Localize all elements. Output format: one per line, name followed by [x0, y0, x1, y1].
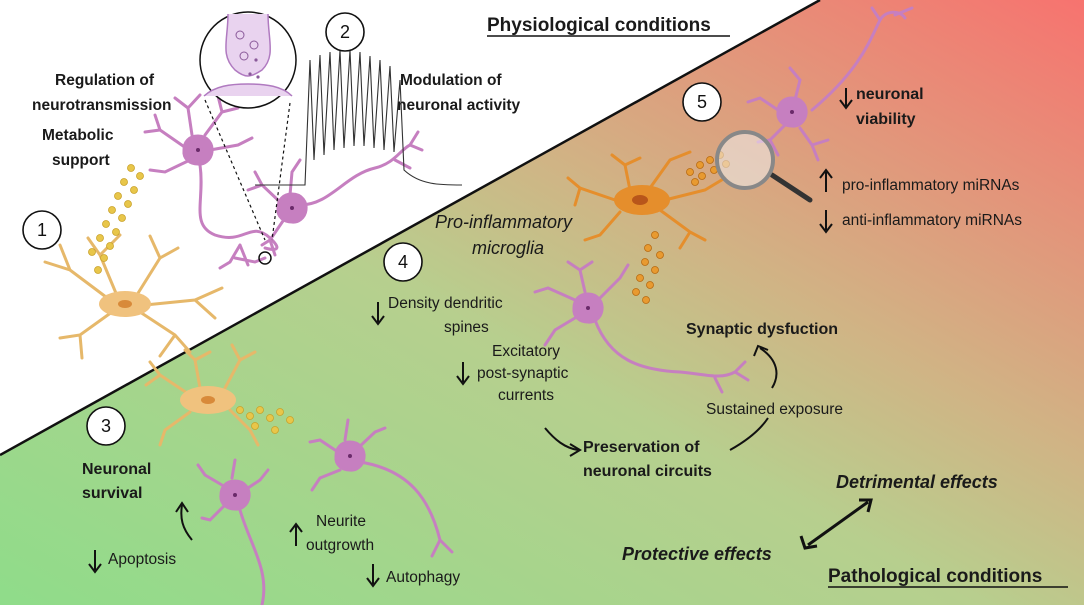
down-arrow-icon [819, 210, 833, 234]
neuron-top [143, 93, 279, 270]
density-label-1: Density dendritic [388, 295, 503, 312]
down-arrow-icon [456, 362, 470, 386]
neuron-top-right [746, 6, 914, 162]
neuron-bottom-right [308, 418, 454, 558]
step-3-marker [86, 406, 126, 446]
down-arrow-icon [88, 550, 102, 574]
modulation-label-1: Modulation of [400, 72, 502, 89]
sustained-to-dysfunction-arrow [759, 347, 778, 389]
protective-vesicles [236, 406, 294, 434]
pathological-heading: Pathological conditions [828, 566, 1042, 587]
resting-glia-cell [43, 233, 224, 360]
step-3-number: 3 [101, 416, 111, 436]
preservation-label-2: neuronal circuits [583, 463, 712, 480]
protective-detrimental-arrow [807, 500, 869, 547]
preservation-to-sustained-arrow [729, 417, 769, 451]
regulation-label-1: Regulation of [55, 72, 155, 89]
neurite-label-2: outgrowth [306, 537, 374, 554]
metabolic-label-1: Metabolic [42, 127, 114, 144]
arrowhead-icon [859, 498, 873, 513]
down-arrow-icon [371, 302, 385, 326]
neuron-bottom-left [196, 458, 270, 605]
step-1-marker [22, 210, 62, 250]
modulation-label-2: neuronal activity [397, 97, 521, 114]
neurite-label-1: Neurite [316, 513, 366, 530]
detrimental-effects-label: Detrimental effects [836, 472, 998, 492]
spike-trace-icon [255, 49, 463, 186]
physiological-heading: Physiological conditions [487, 15, 711, 36]
pro-inflammatory-mirnas-label: pro-inflammatory miRNAs [842, 177, 1020, 194]
metabolic-vesicles [88, 164, 144, 274]
synapse-zoom-icon [199, 11, 297, 265]
pro-inflammatory-microglia-label-2: microglia [472, 238, 544, 258]
down-arrow-icon [839, 88, 853, 110]
anti-inflammatory-mirnas-label: anti-inflammatory miRNAs [842, 212, 1022, 229]
neuronal-survival-label-2: survival [82, 485, 142, 502]
step-5-number: 5 [697, 92, 707, 112]
step-1-number: 1 [37, 220, 47, 240]
density-label-2: spines [444, 319, 489, 336]
neuronal-survival-label-1: Neuronal [82, 461, 151, 478]
apoptosis-to-survival-arrow [180, 504, 193, 541]
apoptosis-label: Apoptosis [108, 551, 176, 568]
magnifier-icon [715, 130, 813, 203]
protective-effects-label: Protective effects [622, 544, 772, 564]
arrowhead-icon [753, 344, 769, 357]
neuron-middle-patho [533, 260, 750, 394]
step-2-number: 2 [340, 22, 350, 42]
step-5-marker [682, 82, 722, 122]
condition-divider [0, 0, 821, 457]
step-4-number: 4 [398, 252, 408, 272]
regulation-label-2: neurotransmission [32, 97, 172, 114]
pro-inflammatory-microglia-cell [566, 150, 727, 250]
arrowhead-icon [799, 535, 818, 550]
neuronal-viability-label-1: neuronal [856, 86, 924, 103]
excitatory-label-2: post-synaptic [477, 365, 569, 382]
excitatory-label-1: Excitatory [492, 343, 560, 360]
step-2-marker [325, 12, 365, 52]
step-4-marker [383, 242, 423, 282]
glia-protective-cell [144, 343, 260, 447]
excitatory-label-3: currents [498, 387, 554, 404]
up-arrow-icon [289, 522, 303, 546]
synaptic-dysfunction-label: Synaptic dysfuction [686, 321, 838, 338]
arrowhead-icon [175, 501, 189, 513]
metabolic-label-2: support [52, 152, 110, 169]
down-arrow-icon [366, 564, 380, 588]
arrowhead-icon [569, 443, 582, 457]
up-arrow-icon [819, 168, 833, 192]
pro-inflammatory-microglia-label-1: Pro-inflammatory [435, 212, 573, 232]
to-preservation-arrow [544, 427, 579, 451]
sustained-exposure-label: Sustained exposure [706, 401, 843, 418]
preservation-label-1: Preservation of [583, 439, 700, 456]
autophagy-label: Autophagy [386, 569, 460, 586]
neuronal-viability-label-2: viability [856, 111, 916, 128]
neuron-right-physio [246, 130, 424, 257]
